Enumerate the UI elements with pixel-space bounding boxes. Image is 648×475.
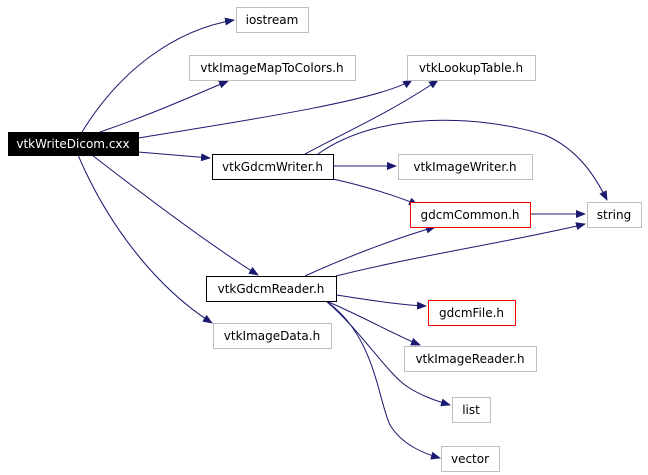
- node-vtk-write-dicom[interactable]: vtkWriteDicom.cxx: [8, 132, 139, 156]
- node-box: [213, 323, 332, 349]
- node-vtk-image-map-to-colors: vtkImageMapToColors.h: [189, 55, 356, 81]
- node-label: vector: [451, 452, 489, 466]
- node-label: string: [597, 208, 631, 222]
- node-label: vtkWriteDicom.cxx: [16, 137, 129, 151]
- node-label: vtkImageWriter.h: [413, 160, 516, 174]
- node-label: iostream: [246, 13, 299, 27]
- node-vtk-image-writer: vtkImageWriter.h: [398, 154, 533, 180]
- node-vtk-lookup-table: vtkLookupTable.h: [407, 55, 536, 81]
- node-label: gdcmFile.h: [439, 306, 504, 320]
- node-box: [236, 7, 309, 33]
- node-box: [404, 346, 537, 372]
- edge-vtk-write-dicom-to-vtk-image-data: [77, 154, 213, 324]
- node-vtk-gdcm-writer[interactable]: vtkGdcmWriter.h: [212, 154, 334, 180]
- edge-vtk-write-dicom-to-vtk-lookup-table: [137, 79, 413, 139]
- node-gdcm-file[interactable]: gdcmFile.h: [428, 300, 516, 326]
- node-vtk-gdcm-reader[interactable]: vtkGdcmReader.h: [206, 276, 337, 302]
- edge-vtk-write-dicom-to-vtk-gdcm-writer: [137, 151, 211, 162]
- node-label: vtkImageMapToColors.h: [200, 61, 343, 75]
- edge-vtk-gdcm-reader-to-string: [335, 222, 586, 277]
- edge-vtk-gdcm-reader-to-vector: [325, 300, 441, 460]
- node-box: [410, 202, 531, 228]
- node-label: vtkImageReader.h: [415, 352, 524, 366]
- edge-vtk-gdcm-writer-to-gdcm-common: [332, 178, 419, 206]
- node-label: vtkGdcmWriter.h: [222, 160, 323, 174]
- node-label: list: [462, 403, 480, 417]
- nodes-layer: vtkWriteDicom.cxx iostream vtkImageMapToCo…: [8, 7, 642, 472]
- node-box: [206, 276, 337, 302]
- node-label: gdcmCommon.h: [421, 208, 520, 222]
- edge-vtk-gdcm-writer-to-vtk-lookup-table: [304, 79, 439, 155]
- edge-vtk-write-dicom-to-iostream: [81, 17, 235, 133]
- node-box: [189, 55, 356, 81]
- node-vtk-image-reader: vtkImageReader.h: [404, 346, 537, 372]
- node-label: vtkGdcmReader.h: [218, 282, 325, 296]
- node-string: string: [587, 202, 642, 228]
- node-iostream: iostream: [236, 7, 309, 33]
- edge-vtk-write-dicom-to-vtk-image-map-to-colors: [99, 80, 229, 133]
- node-box: [452, 397, 491, 423]
- node-box: [428, 300, 516, 326]
- node-box: [8, 132, 139, 156]
- node-vector: vector: [441, 446, 500, 472]
- node-box: [407, 55, 536, 81]
- edge-vtk-gdcm-writer-to-string: [317, 119, 608, 201]
- node-list: list: [452, 397, 491, 423]
- node-label: vtkImageData.h: [224, 329, 320, 343]
- edge-vtk-gdcm-reader-to-gdcm-common: [304, 225, 436, 277]
- node-vtk-image-data: vtkImageData.h: [213, 323, 332, 349]
- node-box: [441, 446, 500, 472]
- edge-vtk-write-dicom-to-vtk-gdcm-reader: [91, 154, 259, 276]
- node-label: vtkLookupTable.h: [419, 61, 523, 75]
- edge-vtk-gdcm-reader-to-vtk-image-reader: [325, 300, 421, 346]
- node-box: [398, 154, 533, 180]
- edges-layer: [77, 17, 608, 460]
- edge-vtk-gdcm-reader-to-gdcm-file: [335, 294, 427, 310]
- node-box: [212, 154, 334, 180]
- node-gdcm-common[interactable]: gdcmCommon.h: [410, 202, 531, 228]
- node-box: [587, 202, 642, 228]
